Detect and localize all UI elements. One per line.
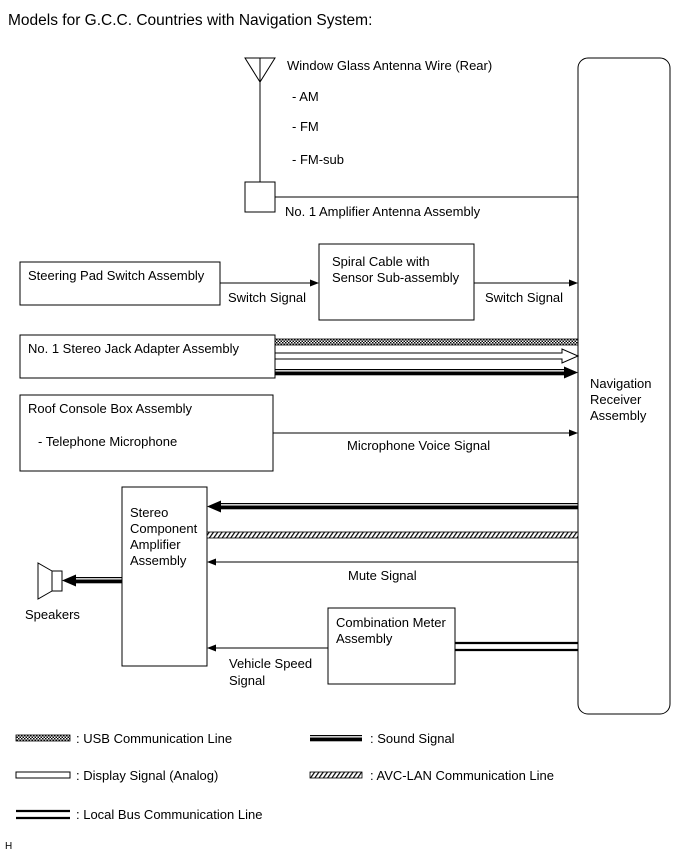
navigation-receiver-label-1: Navigation [590,376,651,391]
speakers-label: Speakers [25,607,80,622]
mute-signal-label: Mute Signal [348,568,417,583]
antenna-icon [244,57,276,182]
combination-meter-label-1: Combination Meter [336,615,446,630]
antenna-label: Window Glass Antenna Wire (Rear) [287,58,492,73]
stereo-jack-label: No. 1 Stereo Jack Adapter Assembly [28,341,239,356]
stereo-amplifier-label-4: Assembly [130,553,187,568]
vehicle-speed-signal-arrow [207,644,328,652]
sound-signal-arrow-amplifier [207,500,578,513]
stereo-amplifier-label-3: Amplifier [130,537,181,552]
combination-meter-label-2: Assembly [336,631,393,646]
navigation-receiver-label-3: Assembly [590,408,647,423]
diagram-title: Models for G.C.C. Countries with Navigat… [8,12,372,29]
avc-lan-line [206,531,579,539]
band-label-fm: - FM [292,119,319,134]
legend-sound-label: : Sound Signal [370,731,455,746]
stereo-amplifier-box [121,486,208,667]
navigation-receiver-label-2: Receiver [590,392,642,407]
switch-signal-arrow-2 [474,279,578,287]
switch-signal-label-2: Switch Signal [485,290,563,305]
vehicle-speed-signal-label-2: Signal [229,673,265,688]
spiral-cable-label-2: Sensor Sub-assembly [332,270,460,285]
band-label-am: - AM [292,89,319,104]
local-bus-line-icon [16,809,70,820]
amplifier-antenna-box [244,181,276,213]
mute-signal-arrow [207,558,578,566]
steering-pad-label: Steering Pad Switch Assembly [28,268,205,283]
stereo-amplifier-label-1: Stereo [130,505,168,520]
usb-line [274,338,579,346]
combination-meter-box [327,607,456,685]
switch-signal-label-1: Switch Signal [228,290,306,305]
footer-code: H [5,841,12,852]
legend-usb-label: : USB Communication Line [76,731,232,746]
speaker-sound-arrow [62,574,122,587]
amplifier-antenna-label: No. 1 Amplifier Antenna Assembly [285,204,481,219]
band-label-fm-sub: - FM-sub [292,152,344,167]
steering-pad-box [19,261,221,306]
telephone-microphone-label: - Telephone Microphone [38,434,177,449]
legend-display-label: : Display Signal (Analog) [76,768,218,783]
switch-signal-arrow-1 [220,279,319,287]
vehicle-speed-signal-label-1: Vehicle Speed [229,656,312,671]
legend: : USB Communication Line : Sound Signal … [15,731,554,822]
usb-line-icon [15,734,71,742]
spiral-cable-box [318,243,475,321]
microphone-voice-signal-arrow [273,429,578,437]
legend-local-bus-label: : Local Bus Communication Line [76,807,262,822]
navigation-receiver-box [577,57,671,715]
legend-avc-lan-label: : AVC-LAN Communication Line [370,768,554,783]
roof-console-label: Roof Console Box Assembly [28,401,193,416]
speaker-icon [37,562,63,600]
avc-lan-line-icon [309,771,363,779]
display-signal-arrow [274,348,580,364]
sound-line-icon [310,735,362,742]
sound-signal-arrow-jack [275,366,578,379]
spiral-cable-label-1: Spiral Cable with [332,254,430,269]
microphone-voice-signal-label: Microphone Voice Signal [347,438,490,453]
local-bus-line [455,641,578,652]
stereo-amplifier-label-2: Component [130,521,198,536]
display-analog-line-icon [15,771,71,779]
